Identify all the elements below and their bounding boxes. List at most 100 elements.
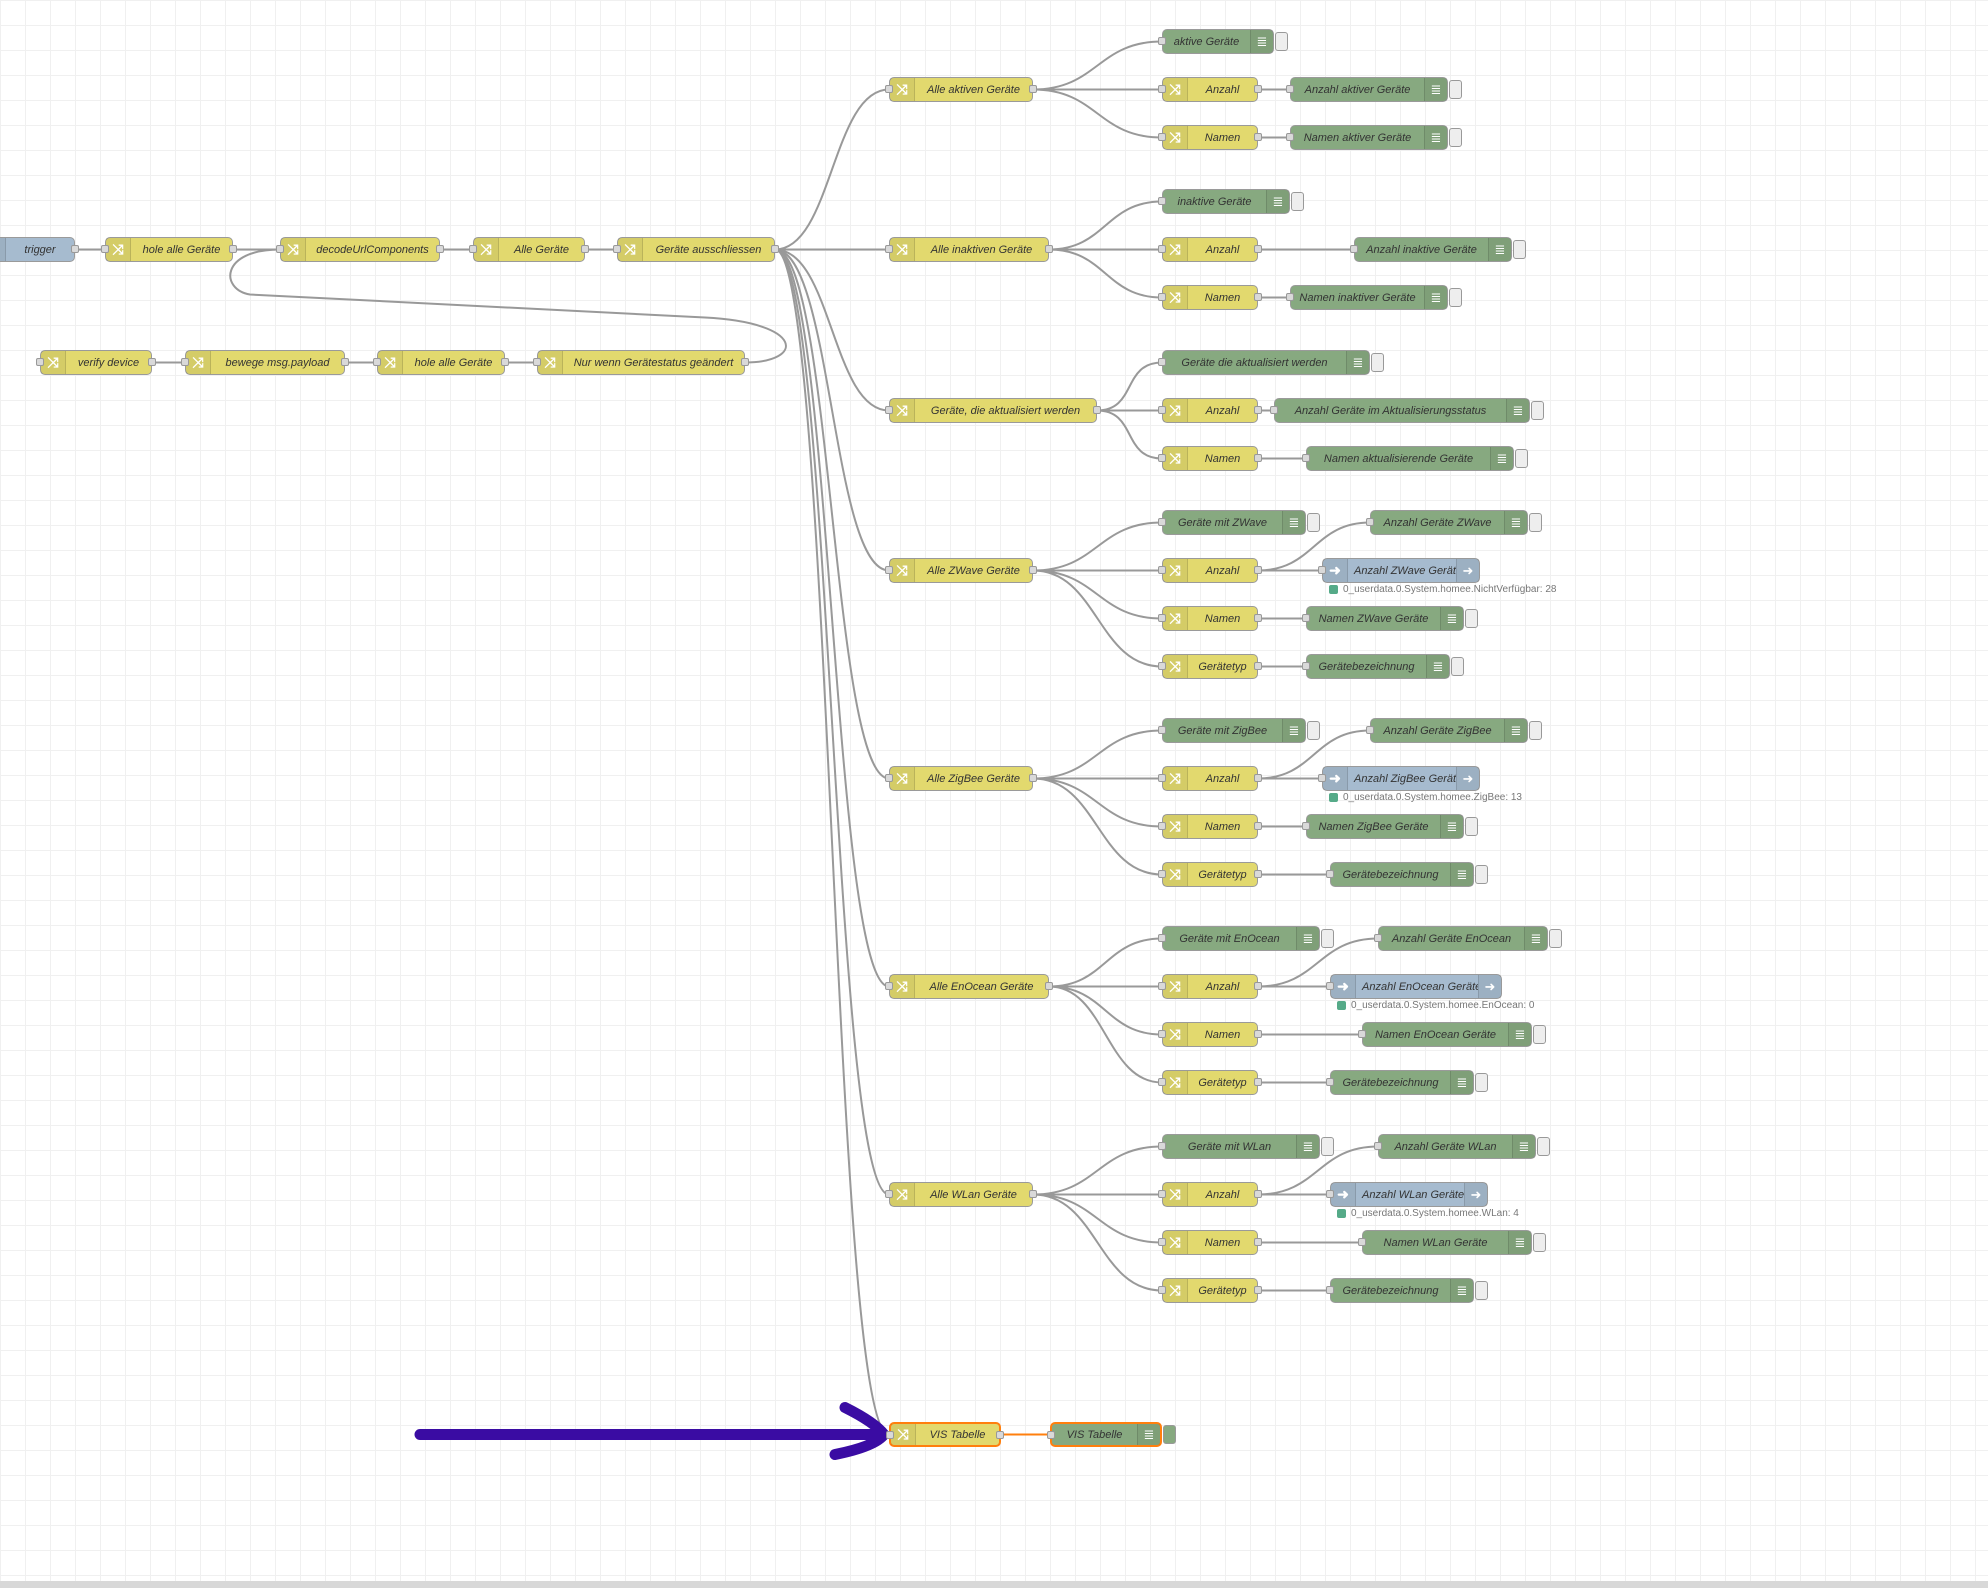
input-port[interactable] — [1158, 934, 1166, 942]
output-port[interactable] — [771, 245, 779, 253]
debug-toggle-button[interactable] — [1465, 817, 1478, 836]
node-g1-a[interactable]: ⤨Anzahl — [1158, 77, 1262, 102]
input-port[interactable] — [1286, 293, 1294, 301]
input-port[interactable] — [373, 358, 381, 366]
node-g2-n[interactable]: ⤨Namen — [1158, 285, 1262, 310]
input-port[interactable] — [1158, 406, 1166, 414]
output-port[interactable] — [1254, 85, 1262, 93]
node-g1-nd[interactable]: Namen aktiver Geräte≣ — [1286, 125, 1448, 150]
node-g7-a[interactable]: ⤨Anzahl — [1158, 1182, 1262, 1207]
node-g1-d[interactable]: aktive Geräte≣ — [1158, 29, 1274, 54]
wire[interactable] — [1032, 40, 1163, 91]
node-g6-ad[interactable]: Anzahl Geräte EnOcean≣ — [1374, 926, 1548, 951]
input-port[interactable] — [1158, 1078, 1166, 1086]
wire[interactable] — [1257, 1145, 1379, 1196]
node-g5-io[interactable]: ➜Anzahl ZigBee Geräte➜ — [1318, 766, 1480, 791]
wire[interactable] — [1032, 521, 1163, 572]
debug-toggle-button[interactable] — [1291, 192, 1304, 211]
node-g3-d[interactable]: Geräte die aktualisiert werden≣ — [1158, 350, 1370, 375]
output-port[interactable] — [1254, 1286, 1262, 1294]
input-port[interactable] — [1318, 774, 1326, 782]
input-port[interactable] — [1158, 358, 1166, 366]
node-g3-a[interactable]: ⤨Anzahl — [1158, 398, 1262, 423]
node-g4-td[interactable]: Gerätebezeichnung≣ — [1302, 654, 1450, 679]
node-g7-ad[interactable]: Anzahl Geräte WLan≣ — [1374, 1134, 1536, 1159]
debug-toggle-button[interactable] — [1529, 721, 1542, 740]
output-port[interactable] — [1254, 1190, 1262, 1198]
input-port[interactable] — [1158, 822, 1166, 830]
output-port[interactable] — [1254, 774, 1262, 782]
node-g7-nd[interactable]: Namen WLan Geräte≣ — [1358, 1230, 1532, 1255]
debug-toggle-button[interactable] — [1513, 240, 1526, 259]
input-port[interactable] — [1286, 85, 1294, 93]
node-g2-d[interactable]: inaktive Geräte≣ — [1158, 189, 1290, 214]
node-g5-td[interactable]: Gerätebezeichnung≣ — [1326, 862, 1474, 887]
output-port[interactable] — [1254, 614, 1262, 622]
debug-toggle-button[interactable] — [1451, 657, 1464, 676]
output-port[interactable] — [1045, 982, 1053, 990]
output-port[interactable] — [1093, 406, 1101, 414]
node-n-bewege[interactable]: ⤨bewege msg.payload — [181, 350, 349, 375]
output-port[interactable] — [1254, 662, 1262, 670]
input-port[interactable] — [1366, 726, 1374, 734]
debug-toggle-button[interactable] — [1307, 721, 1320, 740]
node-g4[interactable]: ⤨Alle ZWave Geräte — [885, 558, 1037, 583]
wire[interactable] — [1048, 937, 1163, 988]
wire[interactable] — [1032, 729, 1163, 780]
node-g6-td[interactable]: Gerätebezeichnung≣ — [1326, 1070, 1474, 1095]
debug-toggle-button[interactable] — [1549, 929, 1562, 948]
debug-toggle-button[interactable] — [1449, 288, 1462, 307]
input-port[interactable] — [1158, 1190, 1166, 1198]
node-n-ausschliessen[interactable]: ⤨Geräte ausschliessen — [613, 237, 779, 262]
input-port[interactable] — [1158, 37, 1166, 45]
input-port[interactable] — [1158, 614, 1166, 622]
node-g3[interactable]: ⤨Geräte, die aktualisiert werden — [885, 398, 1101, 423]
node-n-decode[interactable]: ⤨decodeUrlComponents — [276, 237, 444, 262]
debug-toggle-button[interactable] — [1465, 609, 1478, 628]
node-g4-n[interactable]: ⤨Namen — [1158, 606, 1262, 631]
wire[interactable] — [1032, 569, 1163, 668]
wire[interactable] — [1048, 985, 1163, 1084]
output-port[interactable] — [71, 245, 79, 253]
debug-toggle-button[interactable] — [1529, 513, 1542, 532]
node-g2-ad[interactable]: Anzahl inaktive Geräte≣ — [1350, 237, 1512, 262]
wire[interactable] — [1096, 409, 1163, 460]
node-g1-n[interactable]: ⤨Namen — [1158, 125, 1262, 150]
debug-toggle-button[interactable] — [1163, 1425, 1176, 1444]
debug-toggle-button[interactable] — [1307, 513, 1320, 532]
input-port[interactable] — [1326, 870, 1334, 878]
node-g5-t[interactable]: ⤨Gerätetyp — [1158, 862, 1262, 887]
wire[interactable] — [774, 248, 890, 780]
output-port[interactable] — [1254, 454, 1262, 462]
node-g4-a[interactable]: ⤨Anzahl — [1158, 558, 1262, 583]
output-port[interactable] — [581, 245, 589, 253]
input-port[interactable] — [1158, 1238, 1166, 1246]
output-port[interactable] — [1254, 566, 1262, 574]
debug-toggle-button[interactable] — [1449, 80, 1462, 99]
debug-toggle-button[interactable] — [1321, 929, 1334, 948]
wire[interactable] — [1032, 777, 1163, 828]
input-port[interactable] — [1374, 934, 1382, 942]
debug-toggle-button[interactable] — [1275, 32, 1288, 51]
output-port[interactable] — [1045, 245, 1053, 253]
debug-toggle-button[interactable] — [1533, 1025, 1546, 1044]
node-g4-d[interactable]: Geräte mit ZWave≣ — [1158, 510, 1306, 535]
node-g3-nd[interactable]: Namen aktualisierende Geräte≣ — [1302, 446, 1514, 471]
input-port[interactable] — [1302, 454, 1310, 462]
input-port[interactable] — [1286, 133, 1294, 141]
input-port[interactable] — [1158, 982, 1166, 990]
wire[interactable] — [1048, 248, 1163, 299]
wire[interactable] — [774, 248, 890, 1436]
wire[interactable] — [1257, 521, 1371, 572]
node-g6-d[interactable]: Geräte mit EnOcean≣ — [1158, 926, 1320, 951]
input-port[interactable] — [1350, 245, 1358, 253]
output-port[interactable] — [1029, 1190, 1037, 1198]
output-port[interactable] — [1254, 870, 1262, 878]
input-port[interactable] — [1270, 406, 1278, 414]
node-g7-t[interactable]: ⤨Gerätetyp — [1158, 1278, 1262, 1303]
node-g6[interactable]: ⤨Alle EnOcean Geräte — [885, 974, 1053, 999]
output-port[interactable] — [996, 1431, 1004, 1439]
node-g5-ad[interactable]: Anzahl Geräte ZigBee≣ — [1366, 718, 1528, 743]
node-g1-ad[interactable]: Anzahl aktiver Geräte≣ — [1286, 77, 1448, 102]
